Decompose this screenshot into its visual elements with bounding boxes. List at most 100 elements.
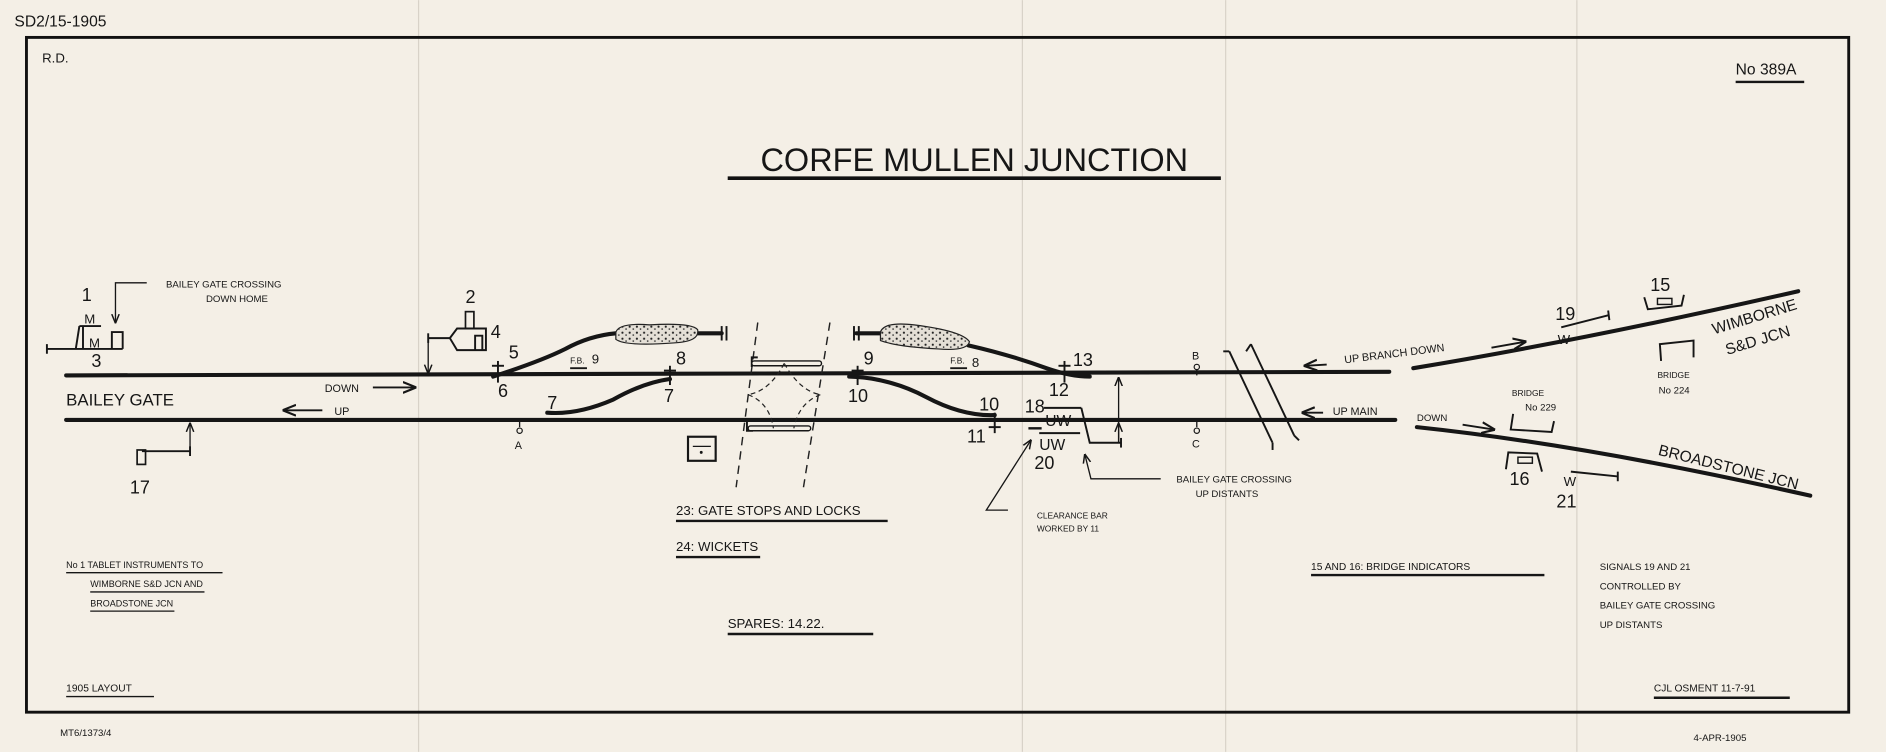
lever-5: 5 [509,343,519,363]
arrow-branch-down [1491,342,1525,348]
diagram-border [25,35,1851,714]
signal-w-19: W [1558,332,1571,347]
lever-19: 19 [1555,304,1575,324]
direction-up-branch-down: UP BRANCH DOWN [1344,342,1445,366]
signal-uw-lower: UW [1039,437,1065,454]
tracks [64,289,1813,498]
signal-2-4 [428,310,487,373]
down-home-label-2: DOWN HOME [206,294,268,305]
points-5-6 [491,360,504,383]
lever-20: 20 [1034,453,1054,473]
signal-c [1193,419,1201,434]
direction-up: UP [334,406,349,418]
lever-7-crossover: 7 [547,393,557,413]
direction-up-main: UP MAIN [1333,406,1378,418]
points-12-13 [1058,360,1071,383]
bridge-229 [1509,413,1555,433]
up-distants-label: BAILEY GATE CROSSING [1176,474,1292,485]
initials: R.D. [42,51,68,66]
gate-bottom [747,425,812,432]
note-tablet-3: BROADSTONE JCN [90,598,173,608]
lever-13: 13 [1073,350,1093,370]
siding-ballast-right [879,323,971,350]
lever-1: 1 [82,285,92,305]
note-gate-stops: 23: GATE STOPS AND LOCKS [676,503,861,518]
down-home-label: BAILEY GATE CROSSING [166,280,282,291]
bridge-229-number: No 229 [1525,402,1556,413]
clearance-bar-label: CLEARANCE BAR [1037,511,1108,521]
signal-19 [1561,310,1611,329]
up-distants-label-2: UP DISTANTS [1196,489,1259,500]
fb-label-9: F.B. [570,355,584,365]
note-signals-2: CONTROLLED BY [1600,581,1682,592]
lever-21: 21 [1556,492,1576,512]
overbridge [1223,343,1300,450]
signal-uw-upper: UW [1045,413,1071,430]
bridge-224-number: No 224 [1659,385,1691,396]
note-wickets: 24: WICKETS [676,539,758,554]
down-home-leader [115,282,147,323]
lever-6: 6 [498,381,508,401]
signal-1-3 [45,325,124,354]
signal-m-lower: M [89,336,100,351]
note-author: CJL OSMENT 11-7-91 [1654,684,1756,695]
points-10-11 [988,412,1001,434]
arrow-main-down [1462,425,1494,430]
lever-10-lower: 10 [979,394,999,414]
note-spares: SPARES: 14.22. [728,616,825,631]
note-bridge-indicators: 15 AND 16: BRIDGE INDICATORS [1311,562,1470,573]
direction-main-down: DOWN [1417,413,1447,424]
gate-box-icon [686,435,717,462]
lever-11: 11 [967,427,986,447]
archive-ref-bottom: MT6/1373/4 [60,728,112,739]
lever-17: 17 [130,477,150,497]
lever-8: 8 [676,349,686,369]
diagram-number: No 389A [1736,62,1797,79]
bridge-indicator-16 [1504,451,1543,472]
lever-7-point: 7 [664,386,674,406]
fb-label-8: F.B. [950,355,964,365]
signal-b-label: B [1192,351,1199,363]
signal-17 [136,424,190,466]
gate-top [751,360,823,367]
signal-b [1193,363,1201,376]
lever-8-fb: 8 [972,355,979,370]
arrow-branch-up [1305,365,1327,366]
note-signals-3: BAILEY GATE CROSSING [1600,601,1716,612]
lever-16: 16 [1510,469,1530,489]
bridge-224-label: BRIDGE [1657,370,1690,380]
clearance-bar-leader [985,440,1031,511]
lever-2: 2 [465,287,475,307]
lever-15: 15 [1650,275,1670,295]
note-tablet-1: No 1 TABLET INSTRUMENTS TO [66,560,203,570]
signal-a [516,419,523,434]
points-9-10 [851,365,864,386]
location-bailey-gate: BAILEY GATE [66,390,174,409]
points-7-8 [663,365,676,386]
page-title: CORFE MULLEN JUNCTION [760,142,1188,178]
archive-ref-top: SD2/15-1905 [14,14,106,31]
signal-c-label: C [1192,439,1200,451]
note-layout: 1905 LAYOUT [66,684,132,695]
signal-w-21: W [1564,474,1577,489]
signal-21 [1570,470,1619,482]
lever-12: 12 [1049,380,1069,400]
signal-m-upper: M [84,312,95,327]
note-tablet-2: WIMBORNE S&D JCN AND [90,579,203,589]
bridge-229-label: BRIDGE [1512,388,1545,398]
siding-ballast-left [615,323,699,345]
lever-18: 18 [1025,397,1045,417]
bridge-224 [1658,339,1695,362]
up-distants-leader [1085,455,1161,480]
note-signals-4: UP DISTANTS [1600,620,1663,631]
lever-3: 3 [91,351,101,371]
bridge-indicator-15 [1643,294,1685,311]
lever-9-fb: 9 [592,351,599,366]
lever-4: 4 [491,322,501,342]
clearance-bar-label-2: WORKED BY 11 [1037,524,1100,534]
lever-10-upper: 10 [848,386,868,406]
footer-date: 4-APR-1905 [1694,733,1747,744]
lever-9: 9 [864,349,874,369]
signal-a-label: A [515,440,523,452]
